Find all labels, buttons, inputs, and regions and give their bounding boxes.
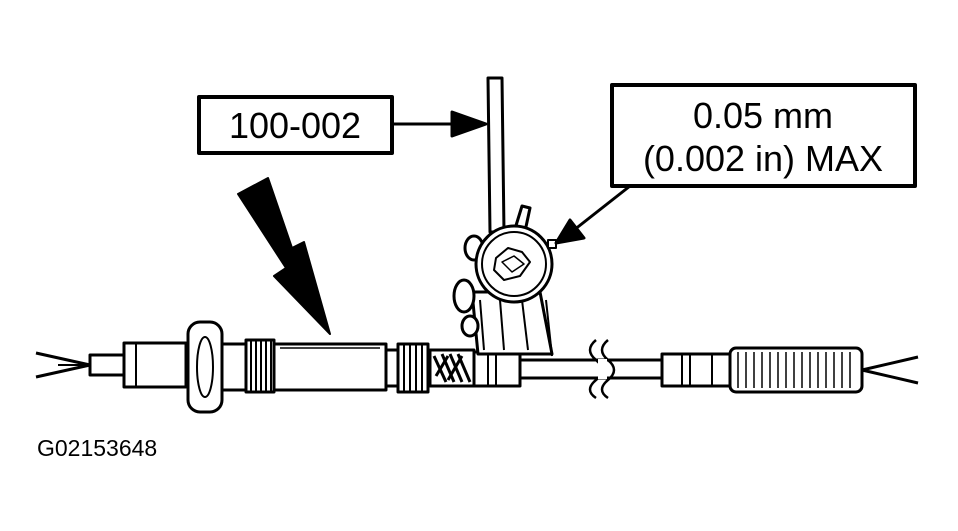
spec-line-1: 0.05 mm bbox=[693, 95, 833, 136]
right-center-support bbox=[860, 355, 919, 385]
tool-number-callout bbox=[197, 95, 488, 155]
spec-line-2: (0.002 in) MAX bbox=[643, 138, 883, 179]
left-center-support bbox=[35, 351, 92, 379]
location-arrow-icon bbox=[237, 177, 331, 335]
dial-indicator bbox=[452, 76, 557, 357]
spec-callout bbox=[554, 83, 917, 245]
shaft bbox=[88, 320, 864, 414]
figure-id: G02153648 bbox=[37, 435, 157, 461]
tool-number-label: 100-002 bbox=[229, 105, 361, 146]
